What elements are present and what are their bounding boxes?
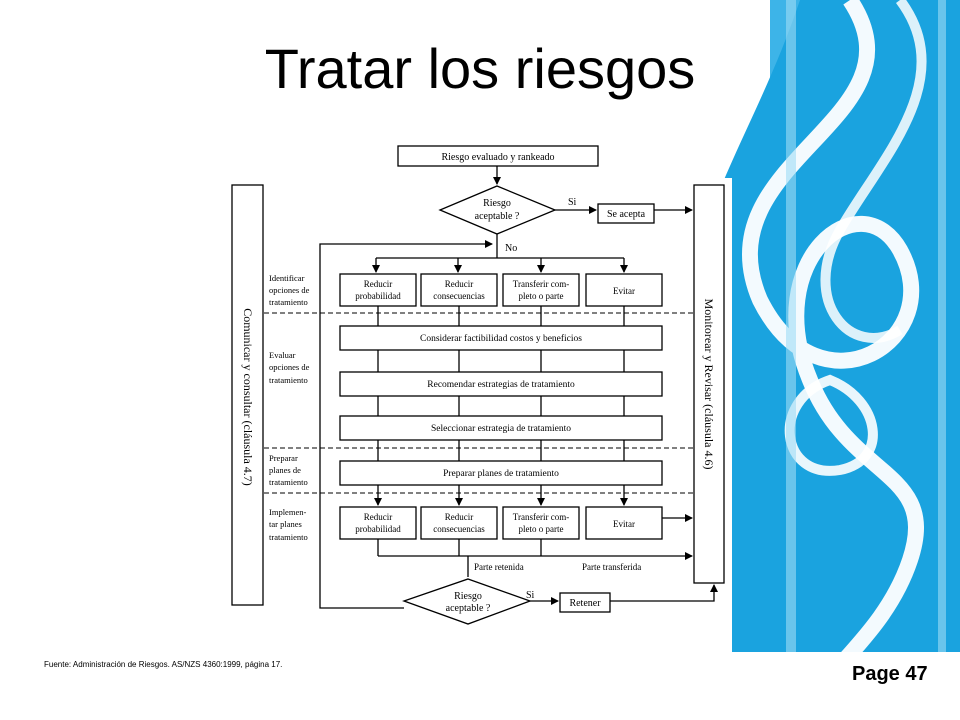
stage-evaluate-2: opciones de xyxy=(269,362,310,372)
reduce-probability-box xyxy=(339,273,417,307)
start-label: Riesgo evaluado y rankeado xyxy=(441,152,554,163)
transfer-box xyxy=(502,273,580,307)
monitor-bar xyxy=(693,184,725,584)
white-swirl-small xyxy=(820,0,927,343)
stage-identify-3: tratamiento xyxy=(269,297,308,307)
communicate-label: Comunicar y consultar (cláusula 4.7) xyxy=(241,308,255,486)
stage-identify-1: Identificar xyxy=(269,273,305,283)
transfer-2: pleto o parte xyxy=(519,291,564,301)
communicate-bar xyxy=(231,184,264,606)
stage-evaluate-3: tratamiento xyxy=(269,375,308,385)
reduce-cons-1: Reducir xyxy=(445,279,474,289)
yes-label-bottom: Si xyxy=(526,590,535,601)
avoid-label: Evitar xyxy=(613,286,635,296)
decision-bottom-line2: aceptable ? xyxy=(446,603,491,614)
transferred-part-label: Parte transferida xyxy=(582,562,641,572)
monitor-label: Monitorear y Revisar (cláusula 4.6) xyxy=(702,299,716,470)
yes-label-top: Si xyxy=(568,197,577,208)
stage-implement-1: Implemen- xyxy=(269,507,306,517)
reduce-prob-2: probabilidad xyxy=(355,291,401,301)
retained-part-label: Parte retenida xyxy=(474,562,524,572)
retain-box xyxy=(559,592,611,613)
stage-implement-3: tratamiento xyxy=(269,532,308,542)
retain-label: Retener xyxy=(569,598,601,609)
reduce-prob-2-2: probabilidad xyxy=(355,524,401,534)
source-note: Fuente: Administración de Riesgos. AS/NZ… xyxy=(44,660,283,669)
transfer-2-1: Transferir com- xyxy=(513,512,569,522)
decision-bottom xyxy=(402,578,532,625)
avoid-label-2: Evitar xyxy=(613,519,635,529)
reduce-consequences-box-2 xyxy=(420,506,498,540)
decision-bottom-line1: Riesgo xyxy=(454,591,482,602)
decision-top-line1: Riesgo xyxy=(483,198,511,209)
reduce-cons-2-1: Reducir xyxy=(445,512,474,522)
transfer-1: Transferir com- xyxy=(513,279,569,289)
select-label: Seleccionar estrategia de tratamiento xyxy=(431,424,571,434)
stage-implement-2: tar planes xyxy=(269,519,302,529)
transfer-box-2 xyxy=(502,506,580,540)
reduce-cons-2-2: consecuencias xyxy=(433,524,485,534)
start-box xyxy=(397,145,599,167)
accept-box xyxy=(597,203,655,224)
no-label: No xyxy=(505,243,517,254)
reduce-probability-box-2 xyxy=(339,506,417,540)
stage-prepare-1: Preparar xyxy=(269,453,298,463)
page-label-backdrop xyxy=(690,652,960,720)
light-stripe-2 xyxy=(938,0,946,720)
plans-label: Preparar planes de tratamiento xyxy=(443,469,559,479)
stage-identify-2: opciones de xyxy=(269,285,310,295)
reduce-prob-1: Reducir xyxy=(364,279,393,289)
recommend-label: Recomendar estrategias de tratamiento xyxy=(427,380,575,390)
stage-prepare-3: tratamiento xyxy=(269,477,308,487)
avoid-box-2 xyxy=(585,506,663,540)
accept-label: Se acepta xyxy=(607,209,646,220)
consider-label: Considerar factibilidad costos y benefic… xyxy=(420,333,582,344)
light-stripe xyxy=(786,0,796,720)
select-box xyxy=(339,415,663,441)
plans-box xyxy=(339,460,663,486)
page-number: Page 47 xyxy=(852,663,928,685)
reduce-cons-2: consecuencias xyxy=(433,291,485,301)
decision-top-line2: aceptable ? xyxy=(475,211,520,222)
stage-evaluate-1: Evaluar xyxy=(269,350,296,360)
consider-box xyxy=(339,325,663,351)
stage-prepare-2: planes de xyxy=(269,465,301,475)
recommend-box xyxy=(339,371,663,397)
reduce-prob-2-1: Reducir xyxy=(364,512,393,522)
slide-title: Tratar los riesgos xyxy=(264,37,696,100)
white-swirl xyxy=(741,0,924,720)
transfer-2-2: pleto o parte xyxy=(519,524,564,534)
reduce-consequences-box xyxy=(420,273,498,307)
